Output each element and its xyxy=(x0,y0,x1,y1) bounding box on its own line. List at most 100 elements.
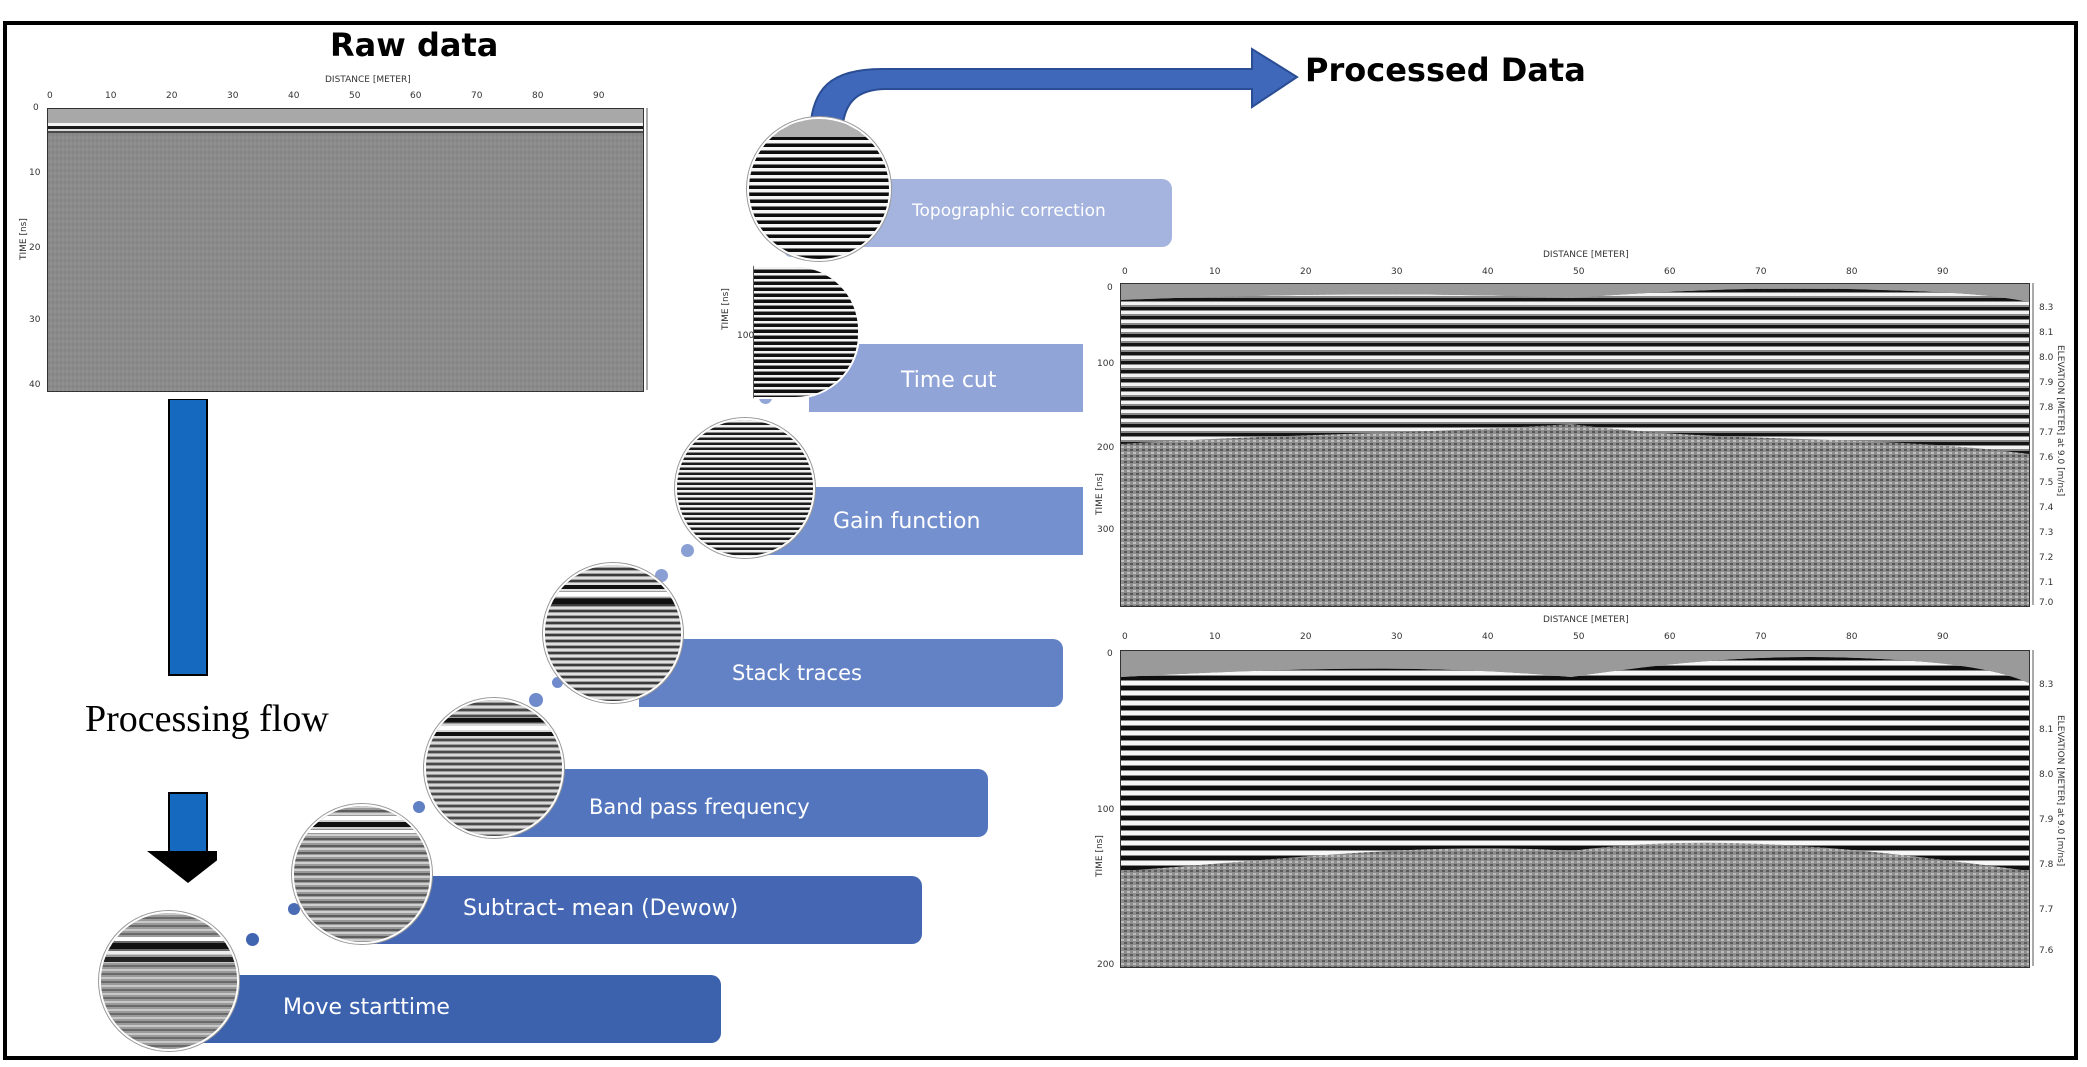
step-move-starttime: Move starttime xyxy=(188,975,721,1043)
thumb-texture xyxy=(426,700,562,836)
raw-data-texture xyxy=(48,109,643,391)
top-right-tick: 8.0 xyxy=(2039,353,2054,363)
bottom-y-tick: 0 xyxy=(1107,649,1113,659)
step-label: Stack traces xyxy=(732,661,862,685)
step-label: Move starttime xyxy=(283,995,450,1020)
connector-dot xyxy=(529,693,543,707)
raw-right-axis xyxy=(646,108,648,390)
figure-frame: Raw data Processed Data Processing flow … xyxy=(3,21,2078,1060)
step-stack-traces: Stack traces xyxy=(639,639,1063,707)
raw-x-tick: 90 xyxy=(593,91,605,101)
raw-data-image xyxy=(47,108,644,392)
processing-flow-label: Processing flow xyxy=(85,698,329,740)
bottom-x-tick: 70 xyxy=(1755,632,1767,642)
raw-y-axis-label: TIME [ns] xyxy=(19,218,29,260)
processing-flow-arrow xyxy=(147,399,217,883)
bottom-x-ticks: 0 10 20 30 40 50 60 70 80 90 xyxy=(1122,632,2032,644)
processed-top-image xyxy=(1120,283,2030,607)
bottom-x-axis-label: DISTANCE [METER] xyxy=(1543,615,1629,625)
raw-x-ticks: 0 10 20 30 40 50 60 70 80 90 xyxy=(47,91,642,103)
top-right-tick: 8.3 xyxy=(2039,303,2054,313)
thumb-time-cut-y-label: TIME [ns] xyxy=(721,288,731,330)
connector-dot xyxy=(552,677,563,688)
top-x-axis-label: DISTANCE [METER] xyxy=(1543,250,1629,260)
bottom-x-tick: 20 xyxy=(1300,632,1312,642)
step-subtract-mean: Subtract- mean (Dewow) xyxy=(368,876,922,944)
top-x-tick: 70 xyxy=(1755,267,1767,277)
top-x-tick: 0 xyxy=(1122,267,1128,277)
top-x-tick: 90 xyxy=(1937,267,1949,277)
bottom-x-tick: 0 xyxy=(1122,632,1128,642)
top-y-tick: 300 xyxy=(1097,525,1115,535)
bottom-right-tick: 7.8 xyxy=(2039,860,2054,870)
raw-x-tick: 20 xyxy=(166,91,178,101)
raw-x-tick: 30 xyxy=(227,91,239,101)
raw-x-axis-label: DISTANCE [METER] xyxy=(325,75,411,85)
bottom-x-tick: 80 xyxy=(1846,632,1858,642)
step-label: Subtract- mean (Dewow) xyxy=(463,896,739,921)
top-y-tick: 0 xyxy=(1107,283,1113,293)
bottom-x-tick: 50 xyxy=(1573,632,1585,642)
bottom-right-tick: 8.3 xyxy=(2039,680,2054,690)
thumb-texture xyxy=(749,119,889,259)
raw-y-tick: 30 xyxy=(29,315,41,325)
top-x-tick: 10 xyxy=(1209,267,1221,277)
top-right-tick: 7.7 xyxy=(2039,428,2054,438)
thumb-texture xyxy=(545,565,681,701)
thumb-time-cut xyxy=(753,265,860,399)
thumb-time-cut-tick: 100 xyxy=(737,331,755,341)
thumb-move-starttime xyxy=(99,911,239,1051)
top-right-ticks: 8.3 8.1 8.0 7.9 7.8 7.7 7.6 7.5 7.4 7.3 … xyxy=(2039,283,2059,608)
step-label: Time cut xyxy=(901,368,997,393)
raw-y-tick: 20 xyxy=(29,243,41,253)
processed-data-title: Processed Data xyxy=(1305,51,1586,89)
raw-x-tick: 70 xyxy=(471,91,483,101)
top-right-tick: 8.1 xyxy=(2039,328,2054,338)
connector-dot xyxy=(413,801,425,813)
step-band-pass: Band pass frequency xyxy=(497,769,988,837)
raw-x-tick: 60 xyxy=(410,91,422,101)
raw-x-tick: 50 xyxy=(349,91,361,101)
step-label: Band pass frequency xyxy=(589,795,810,819)
top-right-axis xyxy=(2032,283,2034,605)
bottom-x-tick: 90 xyxy=(1937,632,1949,642)
raw-x-tick: 80 xyxy=(532,91,544,101)
raw-x-tick: 0 xyxy=(47,91,53,101)
bottom-x-tick: 40 xyxy=(1482,632,1494,642)
thumb-band-pass xyxy=(424,698,564,838)
top-y-tick: 200 xyxy=(1097,443,1115,453)
top-x-tick: 40 xyxy=(1482,267,1494,277)
bottom-x-tick: 30 xyxy=(1391,632,1403,642)
step-label: Gain function xyxy=(833,509,981,534)
top-right-tick: 7.5 xyxy=(2039,478,2054,488)
raw-y-tick: 10 xyxy=(29,168,41,178)
top-right-axis-label: ELEVATION [METER] at 9.0 [m/ns] xyxy=(2055,345,2065,497)
top-right-tick: 7.9 xyxy=(2039,378,2054,388)
top-right-tick: 7.4 xyxy=(2039,503,2054,513)
step-label: Topographic correction xyxy=(912,201,1106,221)
top-right-tick: 7.6 xyxy=(2039,453,2054,463)
raw-y-tick: 0 xyxy=(33,103,39,113)
thumb-texture xyxy=(677,420,813,556)
processed-bottom-texture xyxy=(1121,651,2029,967)
connector-dot xyxy=(681,544,694,557)
top-x-tick: 50 xyxy=(1573,267,1585,277)
bottom-right-axis xyxy=(2032,650,2034,966)
raw-data-title: Raw data xyxy=(330,26,499,64)
thumb-topographic-correction xyxy=(747,117,891,261)
top-right-tick: 7.8 xyxy=(2039,403,2054,413)
bottom-y-axis-label: TIME [ns] xyxy=(1095,835,1105,877)
raw-x-tick: 10 xyxy=(105,91,117,101)
top-right-tick: 7.0 xyxy=(2039,598,2054,608)
top-y-tick: 100 xyxy=(1097,359,1115,369)
connector-dot xyxy=(288,903,300,915)
top-right-tick: 7.3 xyxy=(2039,528,2054,538)
processed-data-arrow xyxy=(808,47,1299,138)
thumb-texture xyxy=(101,913,237,1049)
connector-dot xyxy=(246,933,259,946)
top-right-tick: 7.1 xyxy=(2039,578,2054,588)
bottom-right-tick: 7.7 xyxy=(2039,905,2054,915)
bottom-right-tick: 7.9 xyxy=(2039,815,2054,825)
bottom-x-tick: 60 xyxy=(1664,632,1676,642)
thumb-stack-traces xyxy=(543,563,683,703)
